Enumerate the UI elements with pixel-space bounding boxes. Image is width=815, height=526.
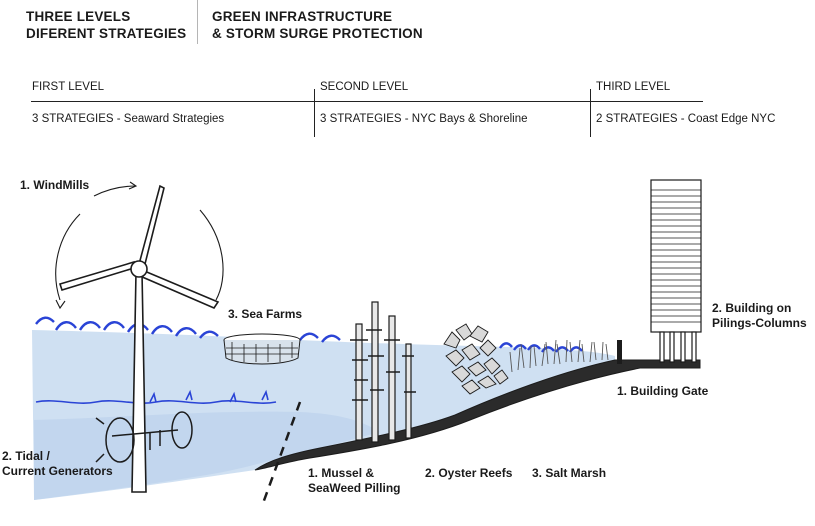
level-2-title: SECOND LEVEL: [320, 81, 409, 93]
level-3-description: 2 STRATEGIES - Coast Edge NYC: [596, 113, 776, 125]
label-salt-marsh: 3. Salt Marsh: [532, 466, 607, 480]
label-building-gate: 1. Building Gate: [617, 384, 709, 398]
waves-underwater: [35, 389, 277, 404]
label-sea-farms: 3. Sea Farms: [228, 307, 303, 321]
dashed-floor-line: [260, 401, 302, 507]
label-mussel-seaweed: 1. Mussel & SeaWeed Pilling: [308, 466, 401, 495]
windmill-icon: [58, 184, 220, 493]
water-shading: [34, 411, 380, 500]
windmill-rotation-arrows: [55, 181, 224, 310]
label-tidal-generators: 2. Tidal / Current Generators: [2, 449, 113, 478]
label-building-pilings: 2. Building on Pilings-Columns: [712, 301, 807, 330]
tidal-generator-icon: [95, 411, 193, 463]
header-right-title: GREEN INFRASTRUCTURE & STORM SURGE PROTE…: [212, 9, 423, 41]
mussel-pilings-icon: [350, 301, 416, 443]
shoreline-ground: [254, 359, 701, 471]
levels-line: [31, 101, 703, 102]
salt-marsh-icon: [509, 339, 609, 373]
label-windmills: 1. WindMills: [20, 178, 90, 192]
header-divider: [197, 0, 198, 44]
oyster-reef-icon: [443, 323, 509, 395]
building-gate-icon: [617, 340, 622, 364]
level-1-description: 3 STRATEGIES - Seaward Strategies: [32, 113, 225, 125]
level-3-title: THIRD LEVEL: [596, 81, 671, 93]
header-left-title: THREE LEVELS DIFERENT STRATEGIES: [26, 9, 187, 41]
level-divider-2: [590, 89, 591, 137]
level-divider-1: [314, 89, 315, 137]
level-2-description: 3 STRATEGIES - NYC Bays & Shoreline: [320, 113, 528, 125]
label-oyster-reefs: 2. Oyster Reefs: [425, 466, 513, 480]
sea-farm-net-icon: [223, 333, 301, 365]
level-1-title: FIRST LEVEL: [32, 81, 105, 93]
building-pilings-icon: [650, 179, 702, 363]
